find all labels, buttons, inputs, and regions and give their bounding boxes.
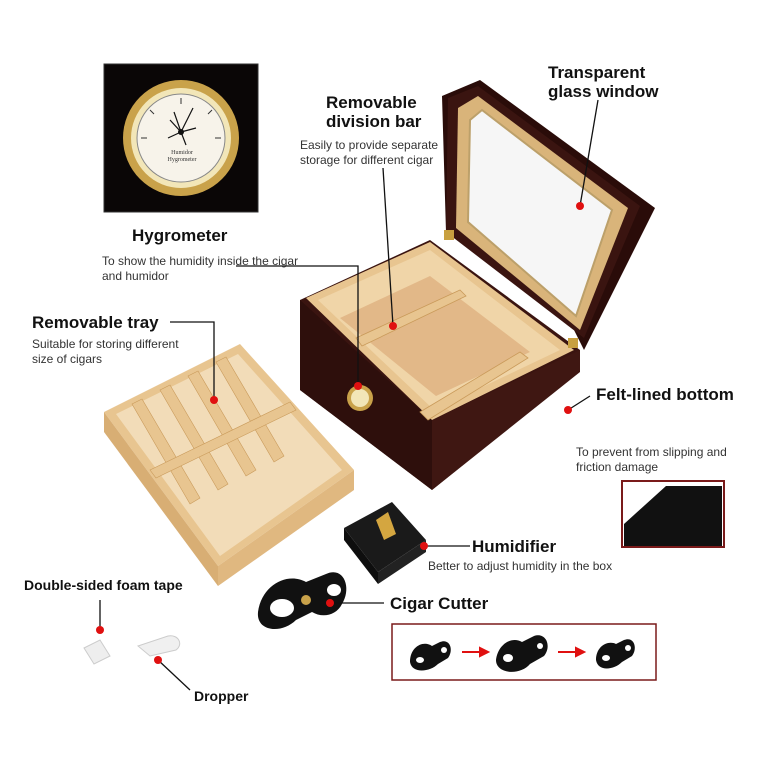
division-bar-desc: Easily to provide separate storage for d… [300, 138, 439, 167]
foam-tape-title: Double-sided foam tape [24, 577, 183, 593]
leader-lines [99, 99, 599, 691]
felt-title: Felt-lined bottom [596, 385, 734, 404]
humidifier-title: Humidifier [472, 537, 557, 556]
felt-desc: To prevent from slipping and friction da… [576, 445, 727, 474]
cigar-cutter [257, 572, 347, 630]
humidifier-desc: Better to adjust humidity in the box [428, 559, 613, 573]
hygrometer-inset [103, 63, 259, 213]
hygrometer-desc: To show the humidity inside the cigar an… [102, 254, 299, 283]
hygrometer-face-brand: Humidor [171, 150, 193, 156]
foam-tape [83, 639, 111, 665]
division-bar-title: Removable division bar [326, 93, 422, 131]
cutter-title: Cigar Cutter [390, 594, 489, 613]
tray-desc: Suitable for storing different size of c… [32, 337, 179, 366]
hygrometer-title: Hygrometer [132, 226, 228, 245]
removable-tray [104, 344, 354, 586]
dropper [136, 635, 181, 657]
pointer-dots [96, 202, 584, 664]
humidor-box [300, 80, 655, 490]
felt-inset [621, 480, 725, 548]
hygrometer-face-name: Hygrometer [167, 157, 197, 163]
glass-window-label: Transparent glass window [548, 63, 659, 101]
hygrometer-face-text: Humidor Hygrometer [160, 150, 204, 164]
tray-title: Removable tray [32, 313, 159, 332]
humidifier [344, 502, 426, 584]
dropper-title: Dropper [194, 688, 249, 704]
cutter-sequence [391, 623, 657, 681]
